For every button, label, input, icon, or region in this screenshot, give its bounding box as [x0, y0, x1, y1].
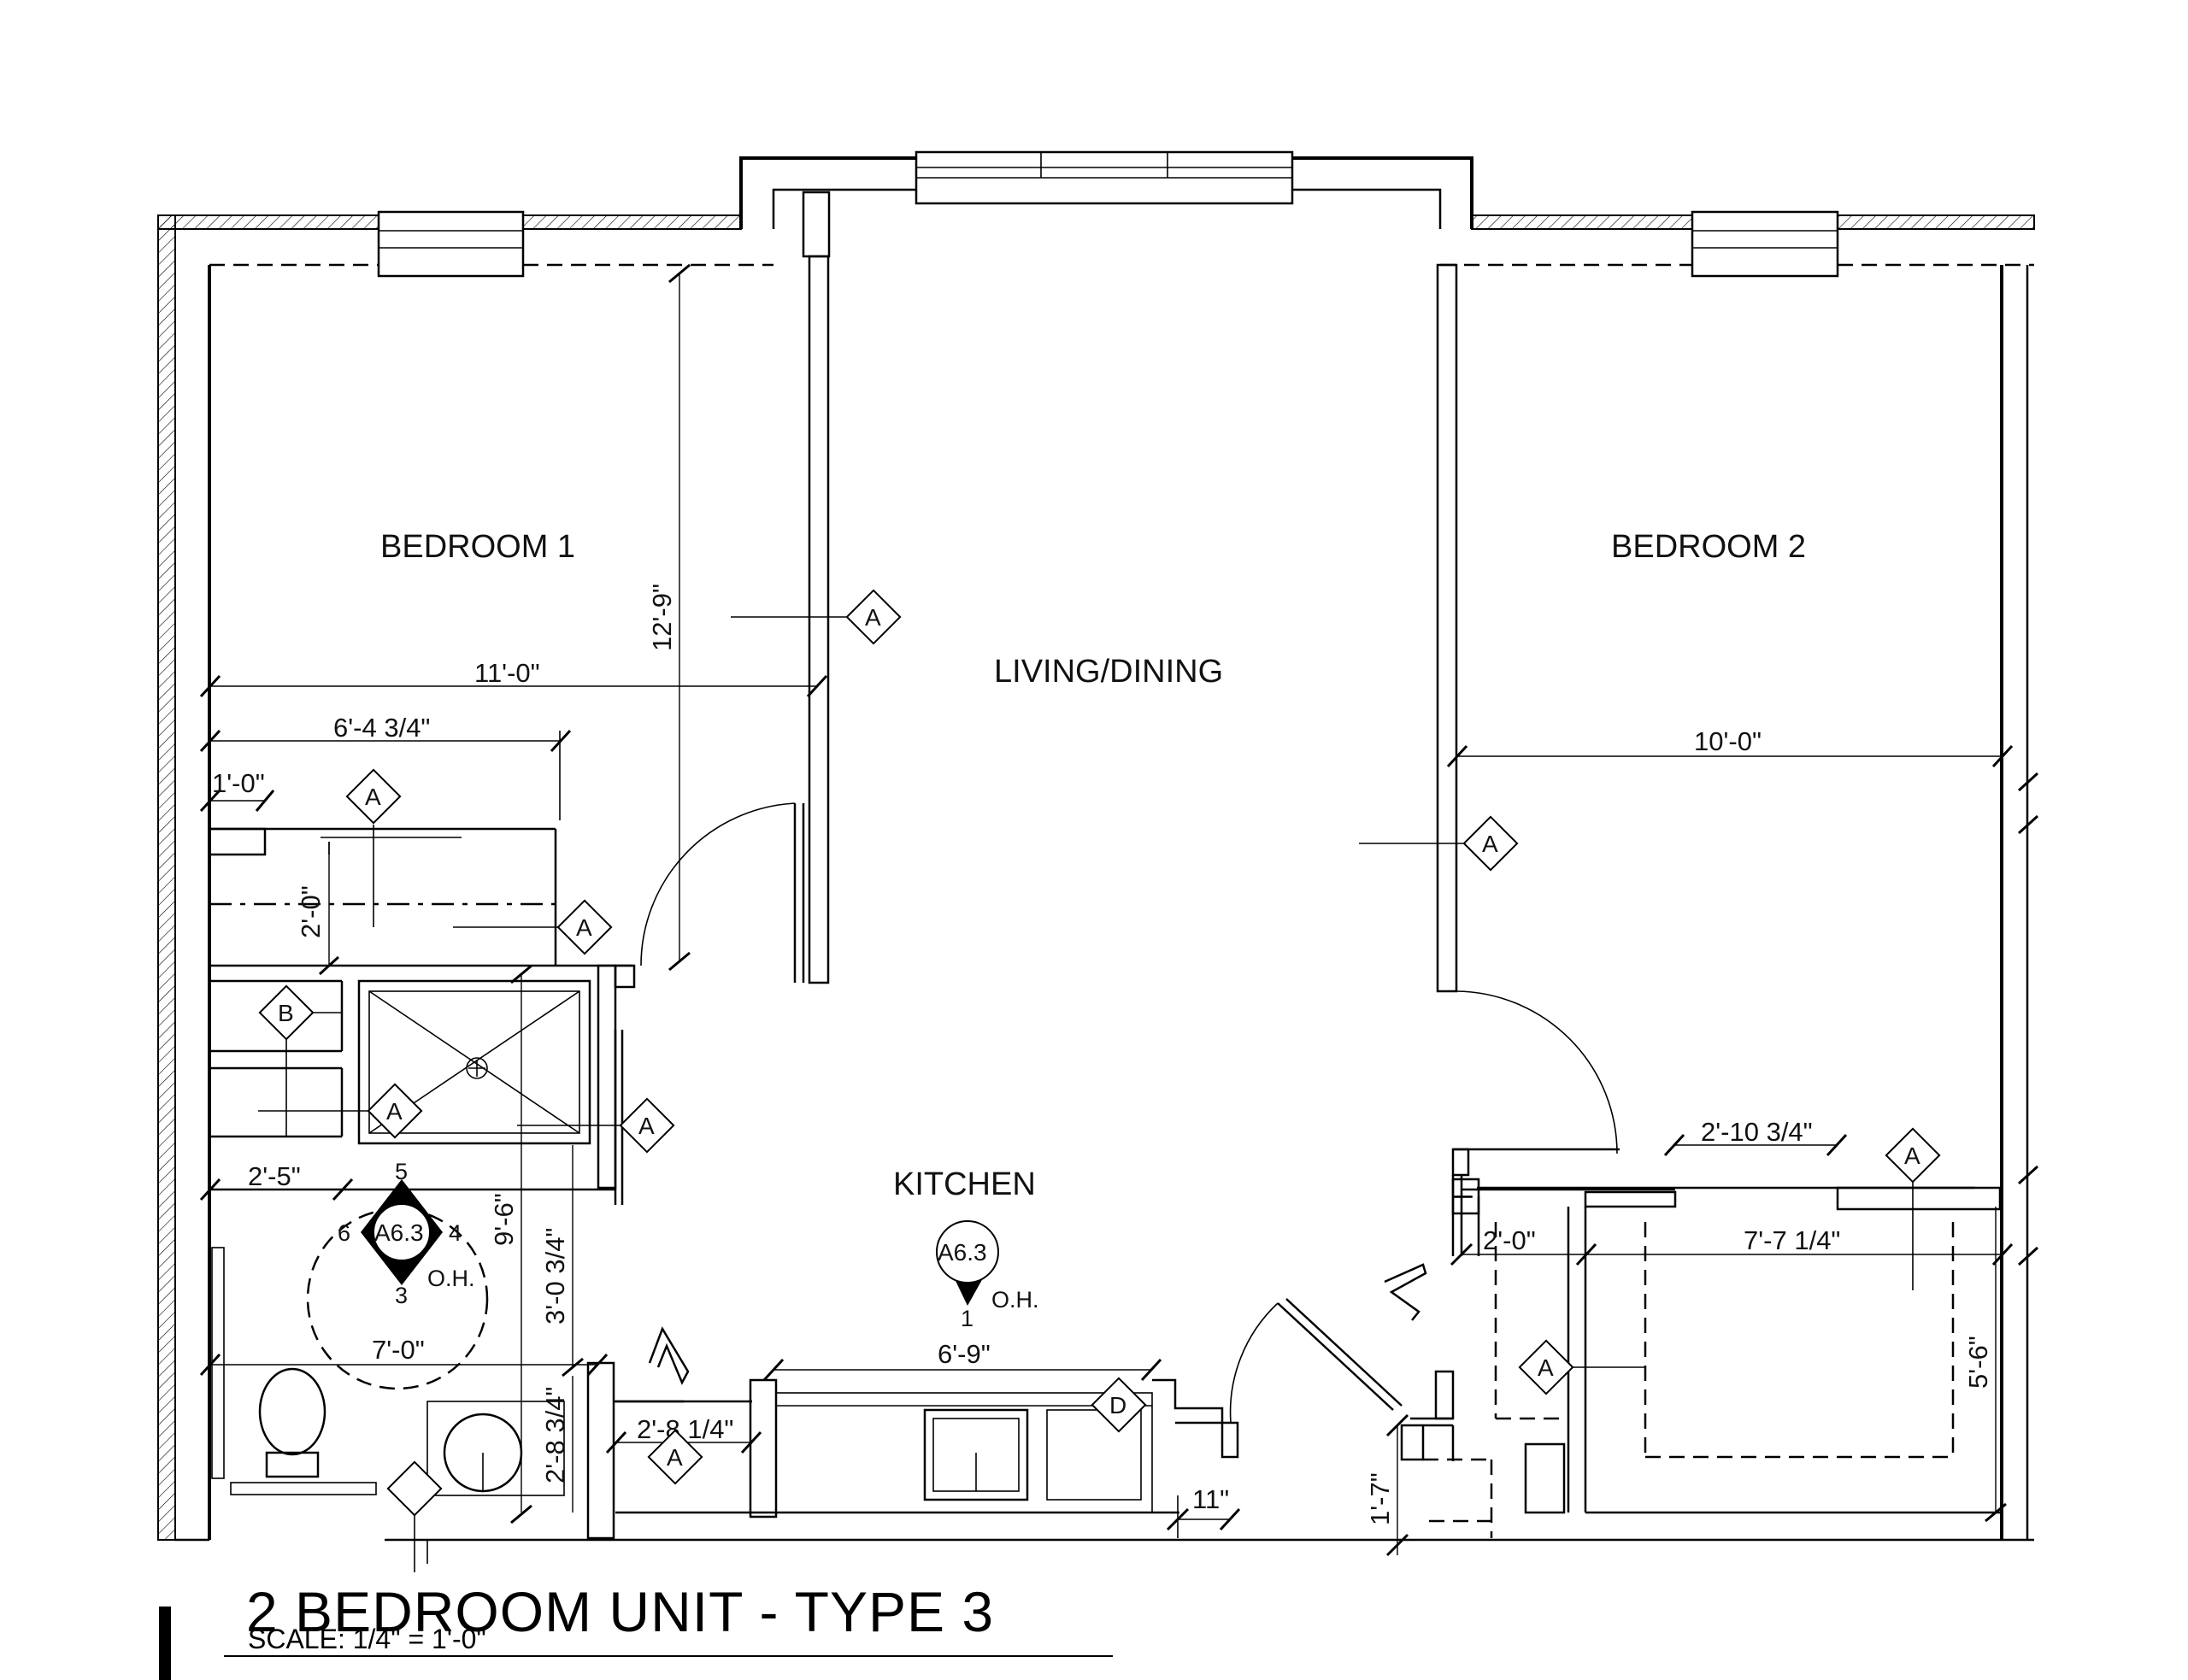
bedroom1-label: BEDROOM 1 — [380, 529, 575, 565]
dimension-labels: 12'-9" 11'-0" 6'-4 3/4" 1'-0" 2'-0" 2'-5… — [212, 584, 1993, 1525]
dim-2-5: 2'-5" — [248, 1161, 301, 1191]
svg-text:A: A — [1904, 1143, 1920, 1169]
svg-text:A6.3: A6.3 — [374, 1219, 424, 1246]
svg-text:A: A — [576, 914, 592, 941]
room-labels: BEDROOM 1 BEDROOM 2 LIVING/DINING KITCHE… — [380, 529, 1806, 1202]
living-dining-label: LIVING/DINING — [994, 654, 1223, 690]
svg-text:D: D — [1109, 1392, 1126, 1419]
svg-text:A: A — [386, 1098, 403, 1125]
svg-text:A: A — [667, 1444, 683, 1471]
tag-a-closet-top: A — [345, 768, 402, 825]
dim-12-9: 12'-9" — [647, 584, 677, 651]
drawing-scale: SCALE: 1/4" = 1'-0" — [248, 1624, 486, 1654]
dim-2-8-34: 2'-8 3/4" — [540, 1387, 570, 1483]
tag-a-bath-wall: A — [619, 1097, 675, 1154]
interior-walls — [208, 191, 2002, 1540]
svg-text:A: A — [865, 604, 881, 631]
dim-1-0: 1'-0" — [212, 768, 265, 798]
dim-1-7: 1'-7" — [1365, 1472, 1395, 1525]
svg-text:A: A — [1538, 1354, 1554, 1381]
dim-9-6: 9'-6" — [489, 1193, 519, 1246]
svg-text:B: B — [278, 1000, 294, 1026]
dim-2-8-14: 2'-8 1/4" — [637, 1414, 733, 1444]
tag-a-bedroom1-wall: A — [845, 589, 902, 645]
dim-2-0-b: 2'-0" — [1483, 1225, 1536, 1255]
svg-text:6: 6 — [338, 1220, 350, 1246]
elevation-marker-kitchen: A6.3 1 O.H. — [936, 1220, 1039, 1331]
tag-b-bath: B — [258, 984, 315, 1041]
svg-text:3: 3 — [395, 1283, 408, 1308]
svg-text:4: 4 — [449, 1220, 462, 1246]
svg-text:1: 1 — [961, 1306, 973, 1331]
svg-text:5: 5 — [395, 1159, 408, 1184]
svg-text:O.H.: O.H. — [427, 1266, 475, 1291]
tag-a-shower: A — [367, 1083, 423, 1139]
dim-7-7-14: 7'-7 1/4" — [1744, 1225, 1840, 1255]
title-underline — [224, 1655, 1113, 1657]
dim-2-10-34: 2'-10 3/4" — [1701, 1117, 1813, 1147]
tag-a-bedroom2-closet: A — [1885, 1127, 1941, 1184]
svg-text:A: A — [1482, 831, 1498, 857]
dim-3-0-34: 3'-0 3/4" — [540, 1228, 570, 1325]
tag-leaders — [258, 616, 1914, 1572]
title-bar-mark — [159, 1607, 171, 1680]
dim-7-0: 7'-0" — [372, 1335, 425, 1365]
dim-11-0: 11'-0" — [474, 658, 540, 688]
dim-10-0: 10'-0" — [1694, 726, 1762, 756]
tag-a-bedroom2-wall: A — [1462, 815, 1519, 872]
dim-5-6: 5'-6" — [1963, 1336, 1993, 1389]
diamond-tags: A A A A B A A A — [258, 589, 1941, 1517]
exterior-walls — [157, 150, 2035, 1564]
bedroom2-label: BEDROOM 2 — [1611, 529, 1806, 565]
elevation-marker-bath: A6.3 5 6 4 3 O.H. — [338, 1159, 475, 1308]
kitchen-label: KITCHEN — [893, 1166, 1036, 1202]
dimension-lines — [199, 263, 2039, 1557]
dim-11: 11" — [1192, 1484, 1229, 1514]
svg-text:A: A — [365, 784, 381, 810]
tag-a-bath-bottom: A — [647, 1429, 703, 1485]
tag-blank-bath — [386, 1460, 443, 1517]
drawing-title: 2 BEDROOM UNIT - TYPE 3 — [246, 1580, 995, 1643]
dim-6-9: 6'-9" — [938, 1339, 991, 1369]
tag-d-kitchen: D — [1091, 1377, 1147, 1433]
tag-a-closet2: A — [1518, 1339, 1574, 1395]
dim-2-0-a: 2'-0" — [296, 885, 326, 938]
tag-a-closet-wall: A — [556, 899, 613, 955]
dim-6-4-34: 6'-4 3/4" — [333, 713, 430, 743]
svg-text:A: A — [638, 1113, 655, 1139]
svg-text:A6.3: A6.3 — [938, 1239, 987, 1266]
svg-text:O.H.: O.H. — [991, 1287, 1039, 1313]
